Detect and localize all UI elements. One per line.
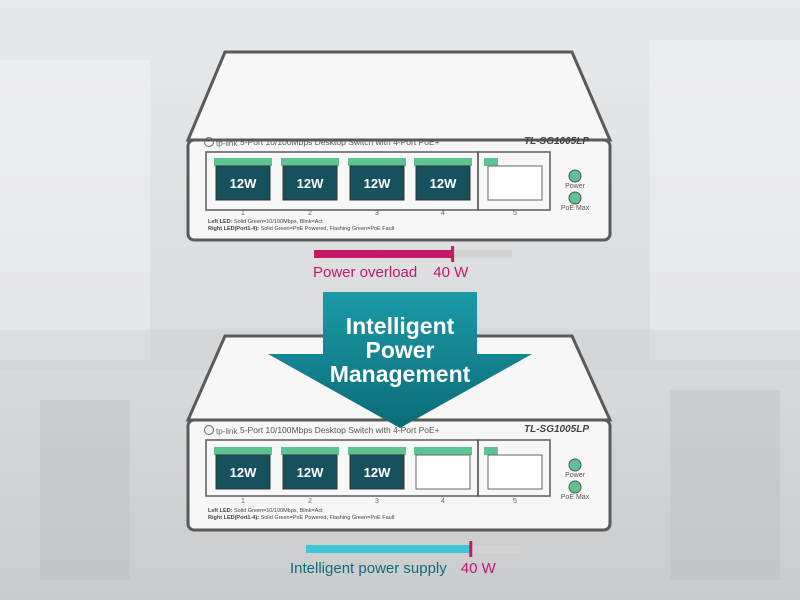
bottom-port-group <box>205 439 551 497</box>
top-port-4-power: 12W <box>429 176 457 191</box>
top-ports <box>214 158 543 201</box>
top-legend-left: Left LED: Solid Green=10/100Mbps, Blink=… <box>208 219 323 225</box>
top-power-led <box>568 169 582 183</box>
tp-link-logo-icon <box>204 137 214 147</box>
top-port-2-power: 12W <box>296 176 324 191</box>
arrow-caption-line-3: Management <box>329 361 471 387</box>
bottom-port-5 <box>484 447 543 490</box>
bottom-port-1-number: 1 <box>241 498 245 505</box>
bottom-legend-right: Right LED(Port1-4): Solid Green=PoE Powe… <box>208 515 395 521</box>
bottom-port-2-power: 12W <box>296 465 324 480</box>
bottom-port-3 <box>348 447 406 490</box>
top-port-4-number: 4 <box>441 210 445 217</box>
top-bar-fill <box>314 250 453 258</box>
top-poe-max-led-label: PoE Max <box>560 205 590 212</box>
bottom-poe-max-led <box>568 480 582 494</box>
bottom-ports <box>214 447 543 490</box>
bottom-bar-label: Intelligent power supply <box>290 560 447 577</box>
bottom-bar-fill <box>306 545 471 553</box>
top-port-2 <box>281 158 339 201</box>
top-switch-model: TL-SG1005LP <box>524 136 590 147</box>
top-power-led-label: Power <box>565 183 585 190</box>
bottom-switch-model: TL-SG1005LP <box>524 424 590 435</box>
bottom-power-led-label: Power <box>565 472 585 479</box>
bottom-port-4-number: 4 <box>441 498 445 505</box>
top-port-5-number: 5 <box>513 210 517 217</box>
tp-link-logo-icon <box>204 425 214 435</box>
bottom-port-2-number: 2 <box>308 498 312 505</box>
top-brand-logo-text: tp-link <box>204 137 237 148</box>
bottom-port-2 <box>281 447 339 490</box>
top-port-group <box>205 151 551 211</box>
arrow-caption-line-2: Power <box>365 337 435 363</box>
bottom-port-5-number: 5 <box>513 498 517 505</box>
bottom-port-3-power: 12W <box>363 465 391 480</box>
top-switch-description: 5-Port 10/100Mbps Desktop Switch with 4-… <box>240 137 440 147</box>
top-port-1 <box>214 158 272 201</box>
top-port-1-power: 12W <box>229 176 257 191</box>
bottom-poe-max-led-label: PoE Max <box>560 494 590 501</box>
top-port-3-number: 3 <box>375 210 379 217</box>
top-bar-caption: Power overload 40 W <box>313 264 468 281</box>
bottom-switch-description: 5-Port 10/100Mbps Desktop Switch with 4-… <box>240 425 440 435</box>
bottom-port-1-power: 12W <box>229 465 257 480</box>
bottom-legend-left: Left LED: Solid Green=10/100Mbps, Blink=… <box>208 508 323 514</box>
bottom-port-3-number: 3 <box>375 498 379 505</box>
bottom-bar-marker <box>469 541 473 557</box>
arrow-caption: Intelligent Power Management <box>318 314 482 386</box>
top-port-5 <box>484 158 543 201</box>
bottom-power-led <box>568 458 582 472</box>
top-port-3 <box>348 158 406 201</box>
intelligent-power-arrow <box>268 292 532 428</box>
bottom-port-1 <box>214 447 272 490</box>
top-bar-marker <box>451 246 455 262</box>
top-poe-max-led <box>568 191 582 205</box>
top-bar-value: 40 W <box>433 264 469 281</box>
top-bar-label: Power overload <box>313 264 418 281</box>
bottom-bar-value: 40 W <box>460 560 496 577</box>
top-port-2-number: 2 <box>308 210 312 217</box>
bottom-port-4 <box>414 447 472 490</box>
top-port-4 <box>414 158 472 201</box>
top-port-1-number: 1 <box>241 210 245 217</box>
top-port-3-power: 12W <box>363 176 391 191</box>
arrow-caption-line-1: Intelligent <box>345 313 455 339</box>
top-legend-right: Right LED(Port1-4): Solid Green=PoE Powe… <box>208 226 395 232</box>
bottom-bar-caption: Intelligent power supply 40 W <box>290 560 496 577</box>
bottom-brand-logo-text: tp-link <box>204 425 237 436</box>
